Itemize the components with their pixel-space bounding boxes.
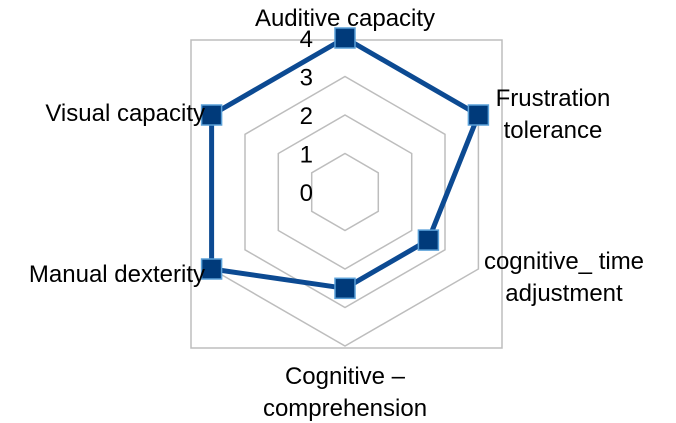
- category-label-6: Visual capacity: [45, 100, 205, 127]
- category-label-line: Auditive capacity: [255, 5, 435, 32]
- gridline-ring-2: [277, 114, 413, 270]
- category-label-line: Visual capacity: [45, 100, 205, 127]
- category-label-line: tolerance: [504, 117, 603, 144]
- plot-area-frame: [190, 39, 503, 349]
- data-point-5: [200, 258, 223, 280]
- data-point-1: [334, 27, 356, 49]
- gridline-ring-1: [310, 152, 380, 232]
- radar-series: [200, 27, 490, 300]
- data-point-2: [467, 104, 490, 126]
- category-label-4: Cognitive – comprehension: [263, 363, 427, 422]
- category-label-5: Manual dexterity: [29, 261, 205, 288]
- tick-label-1: 1: [300, 142, 313, 169]
- gridline-ring-3: [244, 75, 446, 309]
- category-label-line: Frustration: [496, 85, 611, 112]
- tick-label-4: 4: [300, 26, 313, 53]
- category-label-line: Cognitive –: [285, 363, 406, 390]
- category-label-2: Frustration tolerance: [496, 85, 611, 144]
- category-label-line: Manual dexterity: [29, 261, 205, 288]
- tick-label-0: 0: [300, 180, 313, 207]
- category-label-1: Auditive capacity: [255, 5, 435, 32]
- data-point-3: [417, 229, 440, 251]
- tick-label-3: 3: [300, 65, 313, 92]
- gridline-ring-4: [210, 37, 480, 347]
- tick-label-2: 2: [300, 103, 313, 130]
- radial-tick-labels: 0 1 2 3 4: [300, 26, 313, 207]
- category-label-line: cognitive_ time: [484, 248, 644, 275]
- category-label-line: comprehension: [263, 395, 427, 422]
- category-label-3: cognitive_ time adjustment: [484, 248, 644, 307]
- data-point-4: [334, 277, 356, 300]
- data-point-6: [200, 104, 223, 126]
- radar-gridlines: [210, 37, 480, 347]
- category-label-line: adjustment: [505, 280, 623, 307]
